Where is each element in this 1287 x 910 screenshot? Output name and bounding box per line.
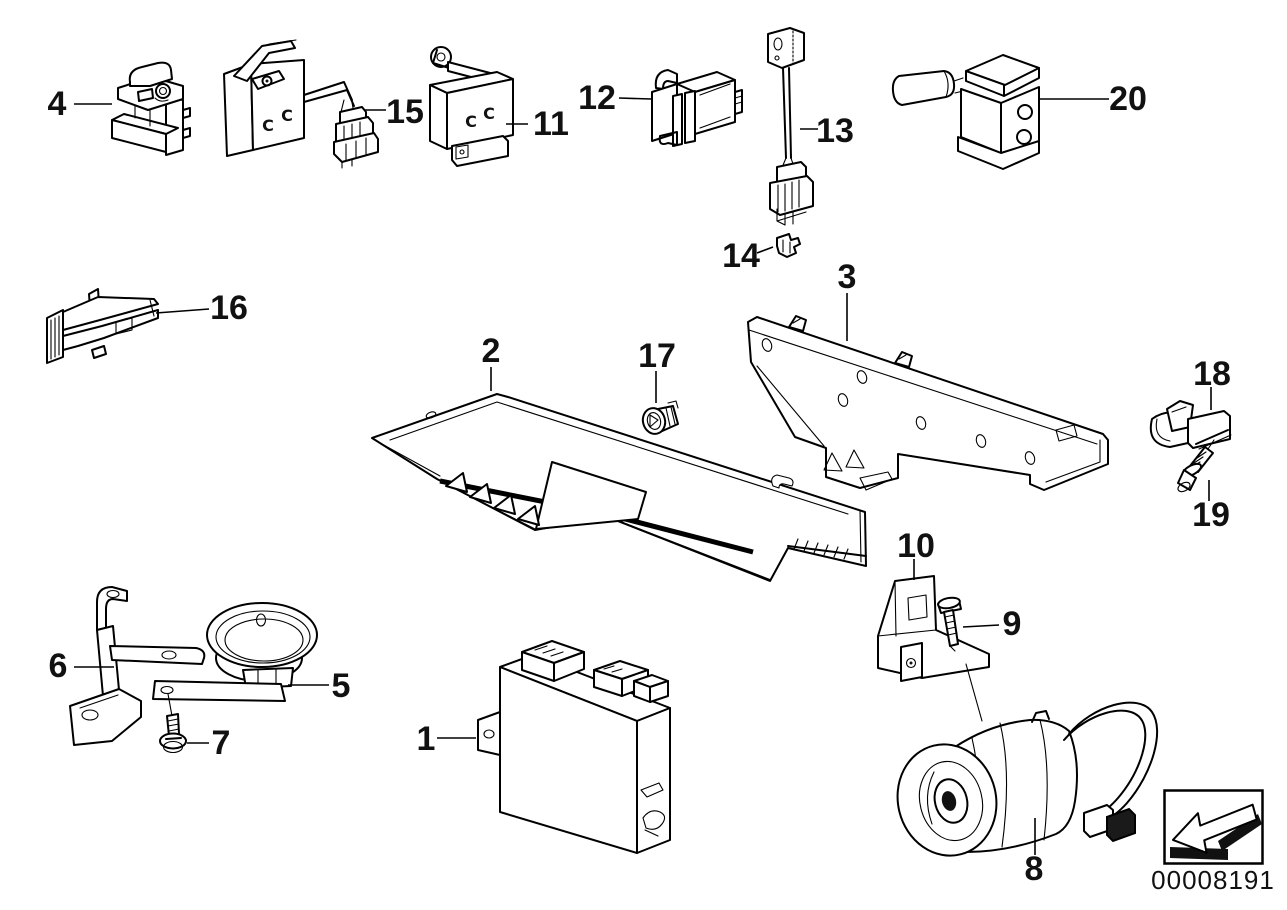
part-drawing-9 <box>937 596 962 652</box>
part-drawing-12 <box>651 69 743 147</box>
callout-3[interactable]: 3 <box>838 258 857 296</box>
switch-marking: C <box>483 104 495 123</box>
part-drawing-7 <box>159 713 187 754</box>
part-drawing-14 <box>776 233 801 258</box>
part-drawing-10 <box>877 575 990 722</box>
callout-19[interactable]: 19 <box>1192 496 1230 534</box>
callout-5[interactable]: 5 <box>332 667 351 705</box>
leader-14 <box>756 246 774 254</box>
callout-11[interactable]: 11 <box>533 105 569 143</box>
callout-2[interactable]: 2 <box>482 332 501 370</box>
nav-arrow-icon[interactable] <box>1170 794 1262 860</box>
part-drawing-18 <box>1149 400 1232 450</box>
part-drawing-17 <box>641 400 679 435</box>
leader-lines <box>74 97 1212 855</box>
part-drawing-11: C C <box>429 46 514 167</box>
part-drawing-2 <box>371 393 867 582</box>
part-drawing-20 <box>891 54 1040 170</box>
switch-marking: C <box>281 106 293 125</box>
footer: 00008191 <box>1151 789 1275 895</box>
part-drawing-4 <box>111 61 191 156</box>
callout-9[interactable]: 9 <box>1003 605 1022 643</box>
callout-1[interactable]: 1 <box>417 720 436 758</box>
part-drawing-13 <box>767 27 814 226</box>
leader-16 <box>155 308 210 314</box>
callout-10[interactable]: 10 <box>897 527 935 565</box>
callout-20[interactable]: 20 <box>1109 80 1147 118</box>
callout-7[interactable]: 7 <box>212 724 231 762</box>
callout-13[interactable]: 13 <box>816 112 854 150</box>
callout-4[interactable]: 4 <box>48 85 67 123</box>
callout-16[interactable]: 16 <box>210 289 248 327</box>
part-drawing-16 <box>46 288 159 364</box>
callout-6[interactable]: 6 <box>49 647 68 685</box>
part-drawing-6 <box>69 586 206 746</box>
leader-9 <box>962 624 1000 628</box>
part-drawing-3 <box>747 315 1109 491</box>
callout-17[interactable]: 17 <box>638 337 676 375</box>
callout-18[interactable]: 18 <box>1193 355 1231 393</box>
part-drawing-1 <box>477 640 671 854</box>
switch-marking: C <box>465 112 477 131</box>
diagram-code: 00008191 <box>1151 865 1275 895</box>
part-drawing-8 <box>896 701 1159 857</box>
callout-15[interactable]: 15 <box>386 93 424 131</box>
callout-14[interactable]: 14 <box>722 237 760 275</box>
callout-8[interactable]: 8 <box>1025 850 1044 888</box>
switch-marking: C <box>262 116 274 135</box>
callout-12[interactable]: 12 <box>578 79 616 117</box>
part-drawing-15-switch: C C <box>223 39 379 169</box>
part-drawing-5 <box>152 602 318 717</box>
part-drawing-19 <box>1177 439 1215 493</box>
leader-12 <box>618 97 652 100</box>
